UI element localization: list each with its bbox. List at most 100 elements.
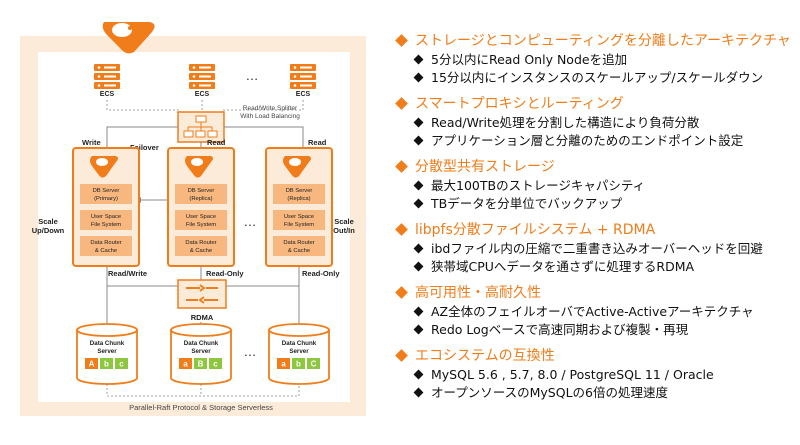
data-chunk-letter: a bbox=[183, 360, 188, 369]
black-diamond-bullet-icon bbox=[413, 117, 424, 128]
server-icon bbox=[189, 64, 215, 89]
data-chunk-block bbox=[307, 358, 320, 369]
feature-item: 最大100TBのストレージキャパシティ bbox=[394, 177, 794, 195]
load-balancer-icon bbox=[177, 111, 225, 143]
splitter-label-line1: Read/Write Splitter bbox=[243, 105, 298, 112]
chunk-server-label: Data Chunk bbox=[184, 340, 219, 347]
feature-item: MySQL 5.6 , 5.7, 8.0 / PostgreSQL 11 / O… bbox=[394, 366, 794, 384]
ecs-label: ECS bbox=[296, 91, 311, 98]
orange-diamond-bullet-icon bbox=[395, 160, 408, 173]
data-chunk-block bbox=[209, 358, 222, 369]
feature-item: TBデータを分単位でバックアップ bbox=[394, 195, 794, 213]
db-server-label: DB Server bbox=[286, 188, 313, 194]
scale-left-line1: Scale bbox=[38, 217, 58, 226]
scale-left-line2: Up/Down bbox=[32, 226, 65, 235]
black-diamond-bullet-icon bbox=[413, 369, 424, 380]
failover-label: Failover bbox=[130, 143, 159, 152]
feature-section-title: 高可用性・高耐久性 bbox=[394, 284, 794, 303]
data-chunk-letter: b bbox=[296, 360, 301, 369]
cache-label: & Cache bbox=[95, 248, 117, 254]
chunk-server-label: Server bbox=[191, 348, 211, 355]
chunk-server-label: Server bbox=[289, 348, 309, 355]
user-space-label: User Space bbox=[186, 214, 216, 220]
orange-diamond-bullet-icon bbox=[395, 97, 408, 110]
feature-section-title: ストレージとコンピューティングを分離したアーキテクチャ bbox=[394, 32, 794, 51]
ellipsis: … bbox=[246, 68, 259, 83]
data-chunk-letter: a bbox=[281, 360, 286, 369]
read-only-label-right: Read-Only bbox=[302, 269, 340, 278]
feature-item: ibdファイル内の圧縮で二重書き込みオーバーヘッドを回避 bbox=[394, 240, 794, 258]
db-server-role: (Replica) bbox=[189, 196, 212, 202]
db-server-role: (Replica) bbox=[287, 196, 310, 202]
ellipsis: … bbox=[244, 214, 257, 229]
ecs-label: ECS bbox=[195, 91, 210, 98]
data-chunk-block bbox=[292, 358, 305, 369]
feature-item: Redo Logベースで高速同期および複製・再現 bbox=[394, 321, 794, 339]
scale-right-line2: Out/In bbox=[333, 226, 355, 235]
architecture-diagram: ECS ECS … ECS Read/Write Splitter With L… bbox=[20, 22, 366, 416]
server-icon bbox=[290, 64, 316, 89]
data-chunk-block bbox=[115, 358, 128, 369]
polardb-logo-icon bbox=[102, 22, 155, 54]
ecs-client-2: ECS bbox=[189, 64, 215, 98]
db-server-label: DB Server bbox=[188, 188, 215, 194]
data-chunk-block bbox=[179, 358, 192, 369]
black-diamond-bullet-icon bbox=[413, 387, 424, 398]
cache-label: & Cache bbox=[190, 248, 212, 254]
data-chunk-letter: C bbox=[311, 360, 317, 369]
read-write-label: Read/Write bbox=[108, 269, 147, 278]
chunk-server-label: Server bbox=[97, 348, 117, 355]
black-diamond-bullet-icon bbox=[413, 54, 424, 65]
rdma-switch-icon bbox=[177, 279, 227, 309]
splitter-label-line2: With Load Balancing bbox=[240, 113, 300, 120]
feature-item: AZ全体のフェイルオーバでActive-Activeアーキテクチャ bbox=[394, 303, 794, 321]
read-only-label-center: Read-Only bbox=[206, 269, 244, 278]
ecs-client-3: ECS bbox=[290, 64, 316, 98]
ecs-client-1: ECS bbox=[94, 64, 120, 98]
ellipsis: … bbox=[244, 344, 257, 359]
data-chunk-block bbox=[194, 358, 207, 369]
feature-item: Read/Write処理を分割した構造により負荷分散 bbox=[394, 114, 794, 132]
feature-section-title: エコシステムの互換性 bbox=[394, 347, 794, 366]
data-chunk-block bbox=[100, 358, 113, 369]
feature-section-title: 分散型共有ストレージ bbox=[394, 158, 794, 177]
feature-item: 5分以内にRead Only Nodeを追加 bbox=[394, 51, 794, 69]
file-system-label: File System bbox=[284, 222, 314, 228]
scale-right-line1: Scale bbox=[334, 217, 354, 226]
read-label-center: Read bbox=[207, 138, 226, 147]
write-label: Write bbox=[82, 138, 101, 147]
black-diamond-bullet-icon bbox=[413, 180, 424, 191]
read-label-right: Read bbox=[308, 138, 327, 147]
file-system-label: File System bbox=[186, 222, 216, 228]
data-router-label: Data Router bbox=[185, 240, 216, 246]
protocol-bracket bbox=[106, 384, 300, 397]
cache-label: & Cache bbox=[288, 248, 310, 254]
feature-item: アプリケーション層と分離のためのエンドポイント設定 bbox=[394, 132, 794, 150]
feature-item: 狭帯域CPUへデータを通さずに処理するRDMA bbox=[394, 258, 794, 276]
server-icon bbox=[94, 64, 120, 89]
file-system-label: File System bbox=[91, 222, 121, 228]
polardb-logo-icon bbox=[283, 156, 311, 178]
black-diamond-bullet-icon bbox=[413, 72, 424, 83]
chunk-server-label: Data Chunk bbox=[90, 340, 125, 347]
db-server-node-2: DB Server (Replica) User Space File Syst… bbox=[167, 147, 235, 267]
black-diamond-bullet-icon bbox=[413, 135, 424, 146]
ecs-label: ECS bbox=[100, 91, 115, 98]
black-diamond-bullet-icon bbox=[413, 324, 424, 335]
db-server-node-3: DB Server (Replica) User Space File Syst… bbox=[265, 147, 333, 267]
user-space-label: User Space bbox=[91, 214, 121, 220]
data-chunk-letter: b bbox=[104, 360, 109, 369]
orange-diamond-bullet-icon bbox=[395, 223, 408, 236]
data-chunk-letter: c bbox=[119, 360, 124, 369]
db-server-node-1: DB Server (Primary) User Space File Syst… bbox=[72, 147, 140, 267]
feature-section-title: スマートプロキシとルーティング bbox=[394, 95, 794, 114]
